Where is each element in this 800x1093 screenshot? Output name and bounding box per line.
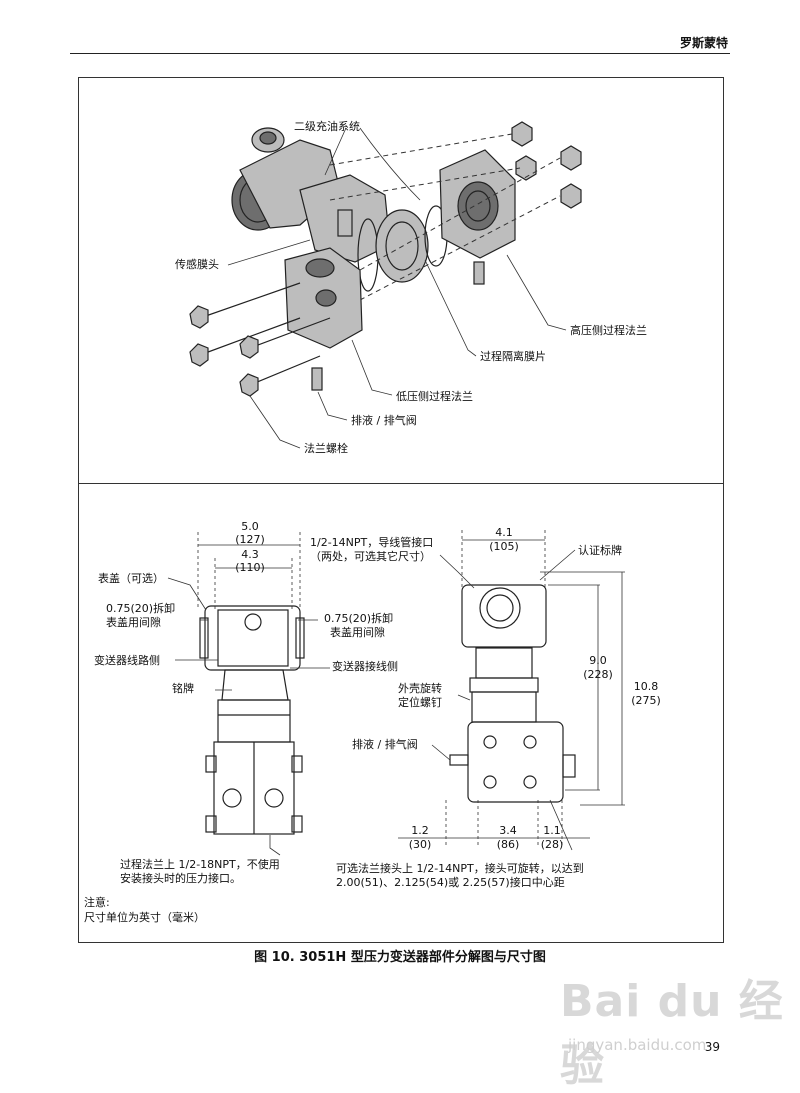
exploded-view-drawing [189, 121, 582, 449]
brand-header: 罗斯蒙特 [679, 36, 728, 50]
dim-86: (86) [496, 838, 520, 851]
label-pressure-port-2: 安装接头时的压力接口。 [120, 872, 241, 885]
label-clearance-left-1: 0.75(20)拆卸 [106, 602, 176, 615]
dim-1-1: 1.1 [543, 824, 561, 837]
dim-228: (228) [583, 668, 613, 681]
label-cert: 认证标牌 [578, 544, 622, 557]
dim-4-1: 4.1 [495, 526, 513, 539]
dim-105: (105) [489, 540, 519, 553]
front-view-drawing [398, 530, 625, 851]
label-adapter-2: 2.00(51)、2.125(54)或 2.25(57)接口中心距 [336, 876, 565, 889]
dim-10-8: 10.8 [633, 680, 659, 693]
label-housing-screw-1: 外壳旋转 [398, 682, 442, 695]
side-view-drawing [167, 532, 330, 856]
label-adapter-1: 可选法兰接头上 1/2-14NPT，接头可旋转，以达到 [336, 862, 584, 875]
label-clearance-right-2: 表盖用间隙 [330, 626, 385, 639]
dim-5-0: 5.0 [241, 520, 259, 533]
label-drain-vent-dim: 排液 / 排气阀 [352, 738, 418, 751]
watermark-url: jingyan.baidu.com [568, 1036, 707, 1054]
label-sensor-diaphragm: 传感膜头 [175, 258, 219, 271]
header-rule [70, 53, 730, 54]
label-flange-bolts: 法兰螺栓 [304, 442, 348, 455]
label-clearance-left-2: 表盖用间隙 [106, 616, 161, 629]
label-housing-screw-2: 定位螺钉 [398, 696, 442, 709]
dim-1-2: 1.2 [411, 824, 429, 837]
label-conduit-2: （两处，可选其它尺寸） [310, 550, 431, 563]
label-high-side-flange: 高压侧过程法兰 [570, 324, 647, 337]
dim-9-0: 9.0 [589, 654, 607, 667]
label-oil-fill: 二级充油系统 [294, 120, 360, 133]
figure-caption: 图 10. 3051H 型压力变送器部件分解图与尺寸图 [254, 950, 546, 965]
label-drain-vent: 排液 / 排气阀 [351, 414, 417, 427]
note-text: 尺寸单位为英寸（毫米） [84, 911, 205, 924]
label-clearance-right-1: 0.75(20)拆卸 [324, 612, 394, 625]
label-pressure-port-1: 过程法兰上 1/2-18NPT，不使用 [120, 858, 280, 871]
watermark-logo: Bai du 经验 [560, 976, 784, 1091]
dim-4-3: 4.3 [241, 548, 259, 561]
figure-divider [78, 483, 724, 484]
label-terminal-side: 变送器接线侧 [332, 660, 398, 673]
label-circuit-side: 变送器线路侧 [94, 654, 160, 667]
label-low-side-flange: 低压侧过程法兰 [396, 390, 473, 403]
figure-frame [78, 77, 724, 943]
label-conduit-1: 1/2-14NPT，导线管接口 [310, 536, 434, 549]
dim-127: (127) [235, 533, 265, 546]
dim-28: (28) [540, 838, 564, 851]
label-cover-optional: 表盖（可选） [98, 572, 164, 585]
label-nameplate: 铭牌 [172, 682, 194, 695]
label-isolation-diaphragm: 过程隔离膜片 [480, 350, 546, 363]
dim-3-4: 3.4 [499, 824, 517, 837]
dim-275: (275) [631, 694, 661, 707]
dim-30: (30) [408, 838, 432, 851]
dim-110: (110) [235, 561, 265, 574]
page-number: 39 [704, 1040, 720, 1054]
note-title: 注意: [84, 896, 110, 909]
